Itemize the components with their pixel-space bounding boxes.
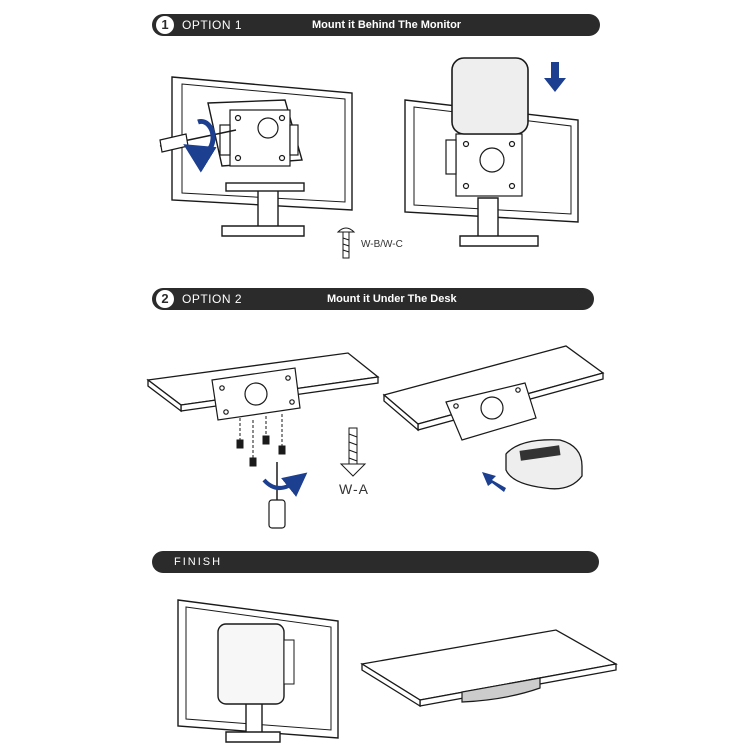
section-1-number: 1 <box>156 16 174 34</box>
finish-banner: FINISH <box>152 551 599 573</box>
section-2-option-label: OPTION 2 <box>182 292 243 306</box>
rotate-arrow-1 <box>183 119 217 173</box>
section-2-number: 2 <box>156 290 174 308</box>
vesa-bracket <box>219 109 299 167</box>
screw-label-wbc: W-B/W-C <box>361 239 403 250</box>
finish-mini-pc-bracket <box>283 639 295 685</box>
screw-label-wa: W-A <box>339 481 369 497</box>
finish-label: FINISH <box>174 556 223 568</box>
section-1-banner: 1 OPTION 1 Mount it Behind The Monitor <box>152 14 600 36</box>
mini-pc-sliding <box>505 439 583 490</box>
mini-pc-dropping <box>451 57 529 135</box>
down-arrow <box>544 62 566 92</box>
desk-bracket-left <box>211 367 301 421</box>
screw-wbc <box>336 227 356 259</box>
section-2-banner: 2 OPTION 2 Mount it Under The Desk <box>152 288 594 310</box>
vesa-bracket-right <box>445 133 523 197</box>
desk-screws <box>236 414 286 467</box>
finish-desk-mini-pc <box>461 677 541 703</box>
finish-mini-pc <box>217 623 285 705</box>
up-left-arrow <box>482 472 506 492</box>
screwdriver-desk <box>268 462 286 529</box>
desk-bracket-right <box>445 382 537 441</box>
rotate-arrow-2 <box>262 472 308 497</box>
section-2-title: Mount it Under The Desk <box>327 293 457 305</box>
section-1-title: Mount it Behind The Monitor <box>312 19 462 31</box>
section-1-option-label: OPTION 1 <box>182 18 243 32</box>
screw-wa <box>339 427 367 477</box>
